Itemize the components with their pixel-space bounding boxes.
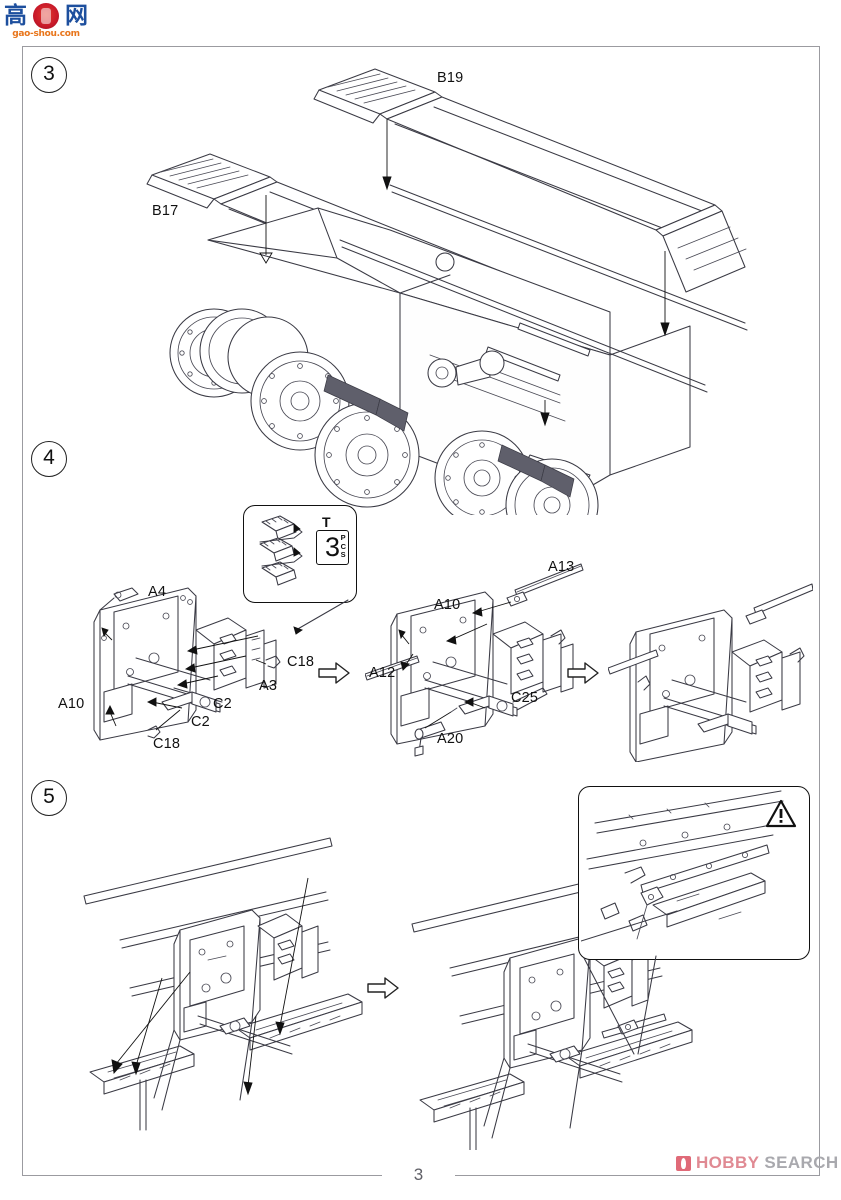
hobbysearch-text-secondary: SEARCH — [764, 1153, 839, 1172]
step-number-3: 3 — [31, 57, 67, 93]
quantity-unit: P C S — [340, 533, 346, 560]
part-label-b19: B19 — [437, 70, 464, 86]
part-label-c25: C25 — [511, 690, 539, 706]
step-number-4: 4 — [31, 441, 67, 477]
flow-arrow-1 — [318, 662, 350, 684]
gaoshou-watermark: 高 网 gao-shou.com — [4, 2, 88, 44]
flow-arrow-3 — [367, 977, 399, 999]
part-label-a13: A13 — [548, 559, 575, 575]
part-a20 — [414, 721, 446, 757]
hobbysearch-text-primary: HOBBY — [696, 1153, 760, 1172]
gaoshou-char-right: 网 — [65, 3, 88, 29]
part-label-c18-bottom: C18 — [153, 736, 181, 752]
road-wheels — [169, 308, 599, 515]
part-label-a12: A12 — [369, 665, 396, 681]
gaoshou-characters: 高 网 — [4, 2, 88, 30]
assembly-arrows-panel1 — [101, 627, 267, 731]
red-seal-icon — [33, 3, 59, 29]
callout-leader-line — [293, 599, 349, 635]
hobbysearch-watermark: HOBBY SEARCH — [676, 1152, 839, 1174]
assembled-rear-unit — [608, 583, 813, 762]
footer-rule-left — [22, 1175, 382, 1176]
hook-parts — [147, 655, 281, 739]
part-label-c18-right: C18 — [287, 654, 315, 670]
page-frame — [22, 46, 820, 1176]
step-5-panel-1-illustration — [83, 837, 363, 1131]
part-label-a4: A4 — [148, 584, 167, 600]
quantity-number: 3 — [324, 532, 341, 562]
part-label-a10-panel2: A10 — [434, 597, 461, 613]
magnified-detail-callout — [578, 786, 810, 960]
assembly-arrows — [259, 119, 670, 427]
footer-rule-right — [455, 1175, 820, 1176]
part-label-b17: B17 — [152, 203, 179, 219]
sprue-letter-t: T — [322, 514, 331, 530]
part-label-c2-upper: C2 — [213, 696, 232, 712]
trailer-rails — [339, 184, 748, 393]
rear-bulkhead-plate — [93, 587, 197, 741]
quantity-unit-p: P — [340, 533, 346, 542]
assembly-arrows-panel2 — [398, 601, 512, 729]
quantity-box: 3 P C S — [316, 530, 349, 565]
quantity-unit-c: C — [340, 541, 346, 551]
track-link-callout: T 3 P C S — [243, 505, 357, 603]
detail-callout-leader — [583, 955, 657, 1055]
winch-cluster — [195, 617, 277, 691]
flame-icon — [676, 1155, 691, 1171]
ramp-b19 — [313, 68, 747, 293]
part-label-c2-lower: C2 — [191, 714, 210, 730]
winch-cluster-2 — [492, 621, 574, 695]
quantity-unit-s: S — [340, 550, 346, 559]
part-label-a10-panel1: A10 — [58, 696, 85, 712]
part-a4 — [99, 587, 139, 611]
step-4-panel-2-illustration — [365, 563, 584, 757]
step-4-panel-1-illustration — [93, 587, 281, 741]
page-number: 3 — [413, 1165, 424, 1184]
step-number-5: 5 — [31, 780, 67, 816]
step-3-illustration — [146, 68, 748, 515]
magnified-detail-illustration — [581, 790, 784, 942]
step-4-panel-3-illustration — [608, 583, 813, 762]
warning-triangle-icon — [765, 799, 797, 828]
part-label-a20: A20 — [437, 731, 464, 747]
gaoshou-char-left: 高 — [4, 3, 27, 29]
gaoshou-url: gao-shou.com — [12, 29, 80, 39]
part-label-a3: A3 — [259, 678, 278, 694]
part-a13 — [506, 563, 584, 607]
track-link-diagram — [259, 515, 303, 586]
flow-arrow-2 — [567, 662, 599, 684]
trailer-frame-assembly — [83, 837, 363, 1131]
